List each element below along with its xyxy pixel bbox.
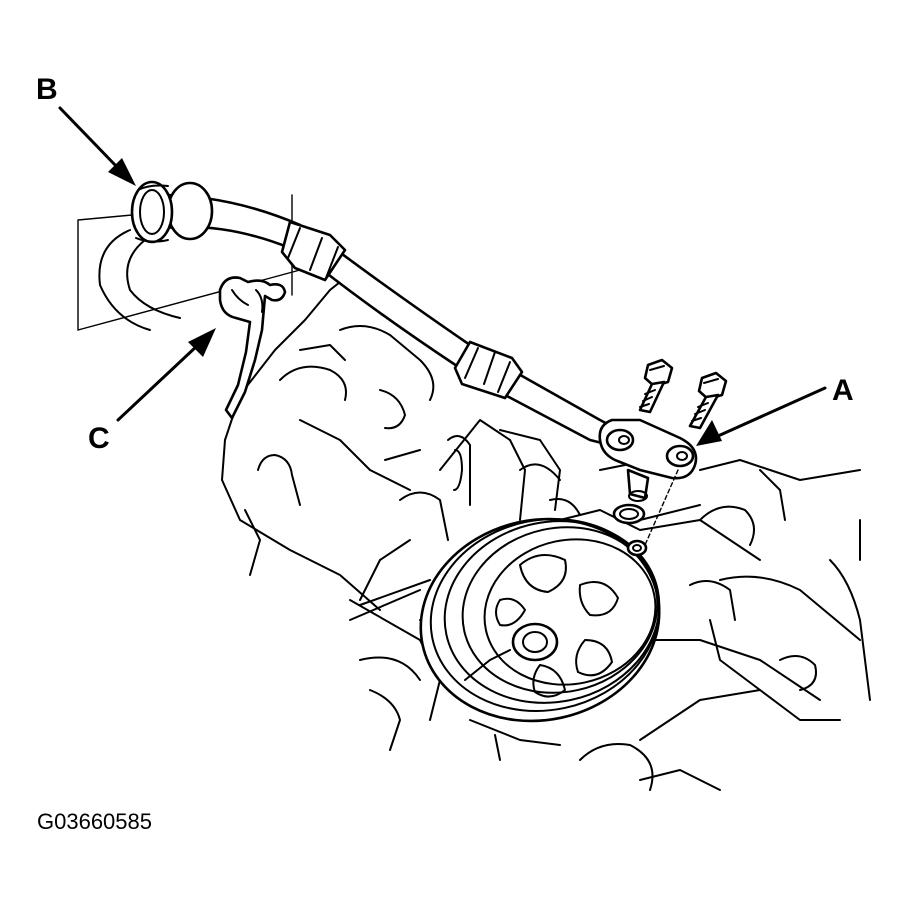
flange-bolts (638, 358, 728, 430)
belt-lines (349, 504, 701, 621)
hose-fitting (598, 418, 698, 557)
callout-label-c: C (88, 422, 110, 455)
callout-label-b: B (36, 73, 58, 106)
crankshaft-pulley (419, 517, 661, 723)
callout-label-a: A (832, 374, 854, 407)
hose-clamp-bracket (218, 276, 287, 420)
callout-arrow-a (696, 386, 827, 446)
callout-arrow-b (58, 106, 136, 186)
callout-arrow-c (116, 328, 216, 422)
power-steering-hose (130, 180, 617, 447)
figure-id: G03660585 (37, 809, 152, 834)
